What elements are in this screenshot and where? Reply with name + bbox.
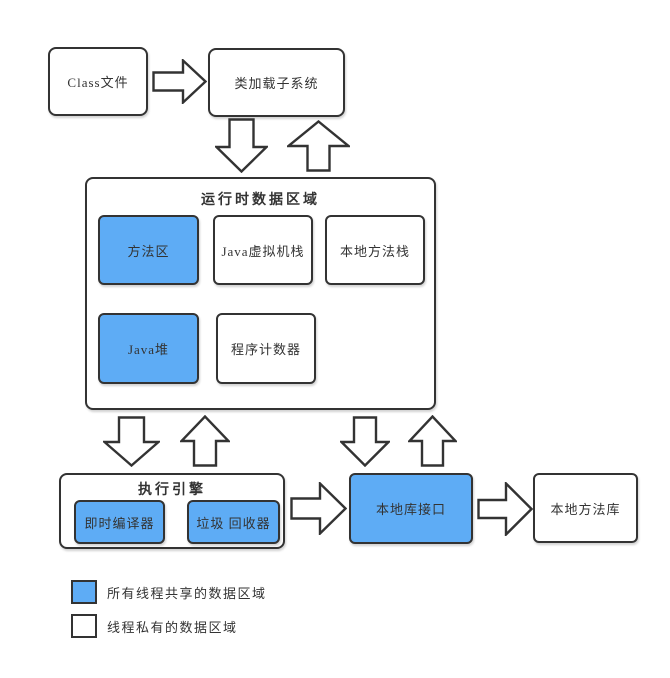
- legend-row-shared: 所有线程共享的数据区域: [71, 580, 267, 604]
- arrow-up-icon: [180, 415, 230, 467]
- program-counter-box: 程序计数器: [216, 313, 316, 384]
- arrow-up-icon: [287, 120, 350, 172]
- legend-private-swatch: [71, 614, 97, 638]
- java-heap-label: Java堆: [127, 342, 170, 357]
- arrow-up-icon: [408, 415, 457, 467]
- native-interface-label: 本地库接口: [375, 502, 446, 517]
- class-file-box: Class文件: [48, 47, 148, 116]
- java-heap-box: Java堆: [98, 313, 199, 384]
- legend-shared-label: 所有线程共享的数据区域: [107, 585, 267, 601]
- runtime-data-area-title: 运行时数据区域: [201, 193, 320, 208]
- method-area-label: 方法区: [127, 243, 170, 259]
- class-loader-label: 类加载子系统: [234, 76, 319, 91]
- garbage-collector-box: 垃圾 回收器: [187, 500, 280, 544]
- jvm-stack-label: Java虚拟机栈: [221, 243, 305, 259]
- legend-shared-swatch: [71, 580, 97, 604]
- native-method-stack-box: 本地方法栈: [325, 215, 425, 285]
- arrow-down-icon: [103, 416, 160, 467]
- native-interface-box: 本地库接口: [349, 473, 473, 544]
- execution-engine-frame: 执行引擎 即时编译器 垃圾 回收器: [59, 473, 285, 549]
- jit-compiler-label: 即时编译器: [84, 515, 155, 531]
- native-method-stack-label: 本地方法栈: [339, 243, 410, 259]
- class-file-label: Class文件: [67, 75, 129, 90]
- jit-compiler-box: 即时编译器: [74, 500, 165, 544]
- garbage-collector-label: 垃圾 回收器: [196, 515, 271, 531]
- arrow-right-icon: [477, 482, 533, 536]
- arrow-down-icon: [215, 118, 268, 173]
- method-area-box: 方法区: [98, 215, 199, 285]
- program-counter-label: 程序计数器: [230, 342, 301, 357]
- legend-private-label: 线程私有的数据区域: [107, 619, 238, 635]
- native-method-library-box: 本地方法库: [533, 473, 638, 543]
- native-method-library-label: 本地方法库: [550, 501, 621, 517]
- arrow-down-icon: [340, 416, 390, 467]
- legend-row-private: 线程私有的数据区域: [71, 614, 238, 638]
- class-loader-box: 类加载子系统: [208, 48, 345, 117]
- execution-engine-title: 执行引擎: [138, 483, 206, 498]
- runtime-data-area-frame: 运行时数据区域 方法区 Java虚拟机栈 本地方法栈 Java堆 程序计数器: [85, 177, 436, 410]
- jvm-stack-box: Java虚拟机栈: [213, 215, 313, 285]
- arrow-right-icon: [290, 482, 347, 535]
- arrow-right-icon: [152, 59, 207, 104]
